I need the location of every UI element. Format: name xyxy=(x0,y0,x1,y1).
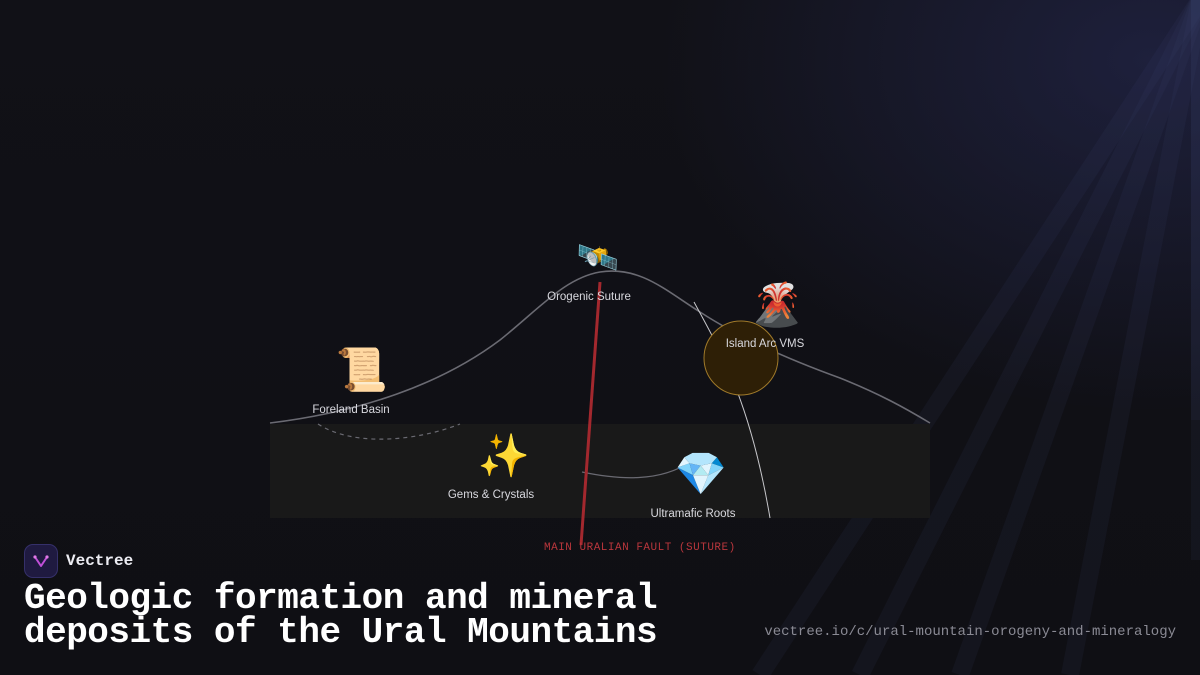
brand-name: Vectree xyxy=(66,552,134,570)
node-label-orogenic-suture: Orogenic Suture xyxy=(547,291,631,303)
gems-channel-curve xyxy=(581,461,691,479)
gem-icon: 💎 xyxy=(674,449,728,498)
main-uralian-fault-line xyxy=(579,281,602,546)
vectree-logo-icon xyxy=(24,544,58,578)
brand[interactable]: Vectree xyxy=(24,544,133,578)
volcano-icon: 🌋 xyxy=(750,280,804,329)
satellite-icon: 🛰️ xyxy=(576,238,620,278)
node-label-gems-crystals: Gems & Crystals xyxy=(447,489,535,501)
source-url[interactable]: vectree.io/c/ural-mountain-orogeny-and-m… xyxy=(764,624,1176,640)
mountain-profile xyxy=(269,270,931,424)
crust-band xyxy=(270,424,930,518)
node-label-ultramafic-roots: Ultramafic Roots xyxy=(650,508,736,520)
node-label-foreland-basin: Foreland Basin xyxy=(312,404,390,416)
page-title: Geologic formation and mineral deposits … xyxy=(24,578,658,653)
scroll-icon: 📜 xyxy=(335,345,389,394)
node-label-island-arc-vms: Island Arc VMS xyxy=(725,338,805,350)
sparkles-icon: ✨ xyxy=(477,431,531,480)
island-arc-chamber xyxy=(703,320,779,396)
fault-label: MAIN URALIAN FAULT (SUTURE) xyxy=(544,542,736,554)
basin-dashed-curve xyxy=(317,423,461,440)
